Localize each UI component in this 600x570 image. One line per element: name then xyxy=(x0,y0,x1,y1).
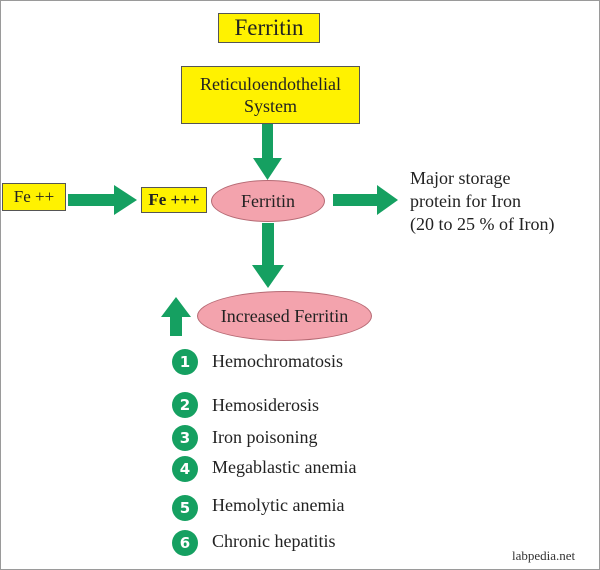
cause-badge-3: 3 xyxy=(172,425,198,451)
fe3-label: Fe +++ xyxy=(148,190,200,209)
cause-badge-5: 5 xyxy=(172,495,198,521)
title-text: Ferritin xyxy=(234,15,304,40)
title-box: Ferritin xyxy=(218,13,320,43)
cause-item-1: Hemochromatosis xyxy=(212,351,343,371)
storage-note-line3: (20 to 25 % of Iron) xyxy=(410,214,555,234)
arrow-down-to-increased xyxy=(252,223,284,288)
storage-note-line2: protein for Iron xyxy=(410,191,521,211)
cause-badge-6: 6 xyxy=(172,530,198,556)
arrow-fe2-to-fe3 xyxy=(68,185,137,215)
increased-ferritin-label: Increased Ferritin xyxy=(220,305,349,326)
cause-item-2: Hemosiderosis xyxy=(212,395,319,415)
arrow-down-to-ferritin xyxy=(253,124,282,180)
reticuloendothelial-label: Reticuloendothelial System xyxy=(200,74,341,116)
cause-badge-1: 1 xyxy=(172,349,198,375)
arrow-ferritin-to-storage xyxy=(333,185,398,215)
increased-ferritin-ellipse: Increased Ferritin xyxy=(197,291,372,341)
cause-item-3: Iron poisoning xyxy=(212,427,318,447)
fe2-box: Fe ++ xyxy=(2,183,66,211)
cause-item-5: Hemolytic anemia xyxy=(212,495,345,515)
cause-item-6: Chronic hepatitis xyxy=(212,531,336,551)
reticuloendothelial-box: Reticuloendothelial System xyxy=(181,66,360,124)
cause-item-4: Megablastic anemia xyxy=(212,457,357,477)
cause-badge-2: 2 xyxy=(172,392,198,418)
increase-up-arrow xyxy=(161,297,191,336)
fe2-label: Fe ++ xyxy=(13,187,55,206)
ferritin-ellipse: Ferritin xyxy=(211,180,325,222)
fe3-box: Fe +++ xyxy=(141,187,207,213)
cause-badge-4: 4 xyxy=(172,456,198,482)
storage-note-line1: Major storage xyxy=(410,168,511,188)
watermark: labpedia.net xyxy=(512,548,576,563)
ferritin-ellipse-label: Ferritin xyxy=(241,190,295,211)
